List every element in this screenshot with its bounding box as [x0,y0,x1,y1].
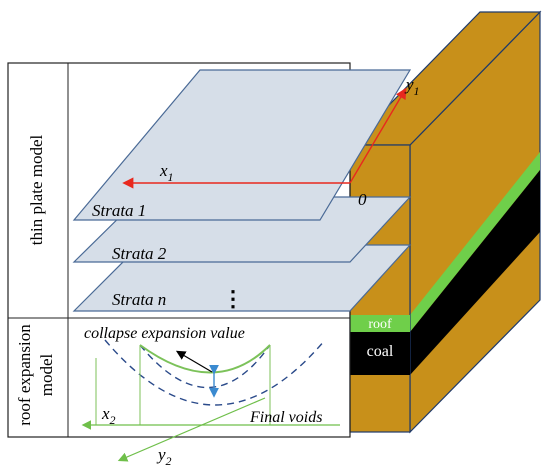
roof-expansion-label-line2: model [37,353,56,396]
y1-axis-label: y1 [404,75,420,98]
roof-band-front [350,315,410,332]
strata-1-label: Strata 1 [92,201,146,220]
coal-band-front [350,332,410,375]
strata-ellipsis: ⋮ [222,286,244,311]
origin-label: 0 [358,190,367,209]
collapse-pointer-arrow [175,350,213,373]
y2-axis-label: y2 [156,445,172,468]
roof-band-side [410,152,540,332]
coal-label: coal [367,343,394,360]
x2-axis-label: x2 [101,404,116,427]
collapse-expansion-label: collapse expansion value [84,325,245,342]
thin-plate-model-label: thin plate model [27,134,46,245]
final-voids-label: Final voids [249,409,322,426]
strata-n-label: Strata n [112,290,166,309]
rock-block: roof coal [348,10,542,434]
x1-axis-label: x1 [159,161,174,184]
roof-expansion-label-line1: roof expansion [15,324,34,426]
roof-label: roof [368,317,392,332]
coal-band-side [410,170,540,375]
y2-axis-arrow [117,397,266,462]
strata-2-label: Strata 2 [112,244,167,263]
dashed-curve-inner [104,339,326,406]
y1-axis-arrow [349,87,407,184]
dashed-curve-outer [139,344,271,389]
